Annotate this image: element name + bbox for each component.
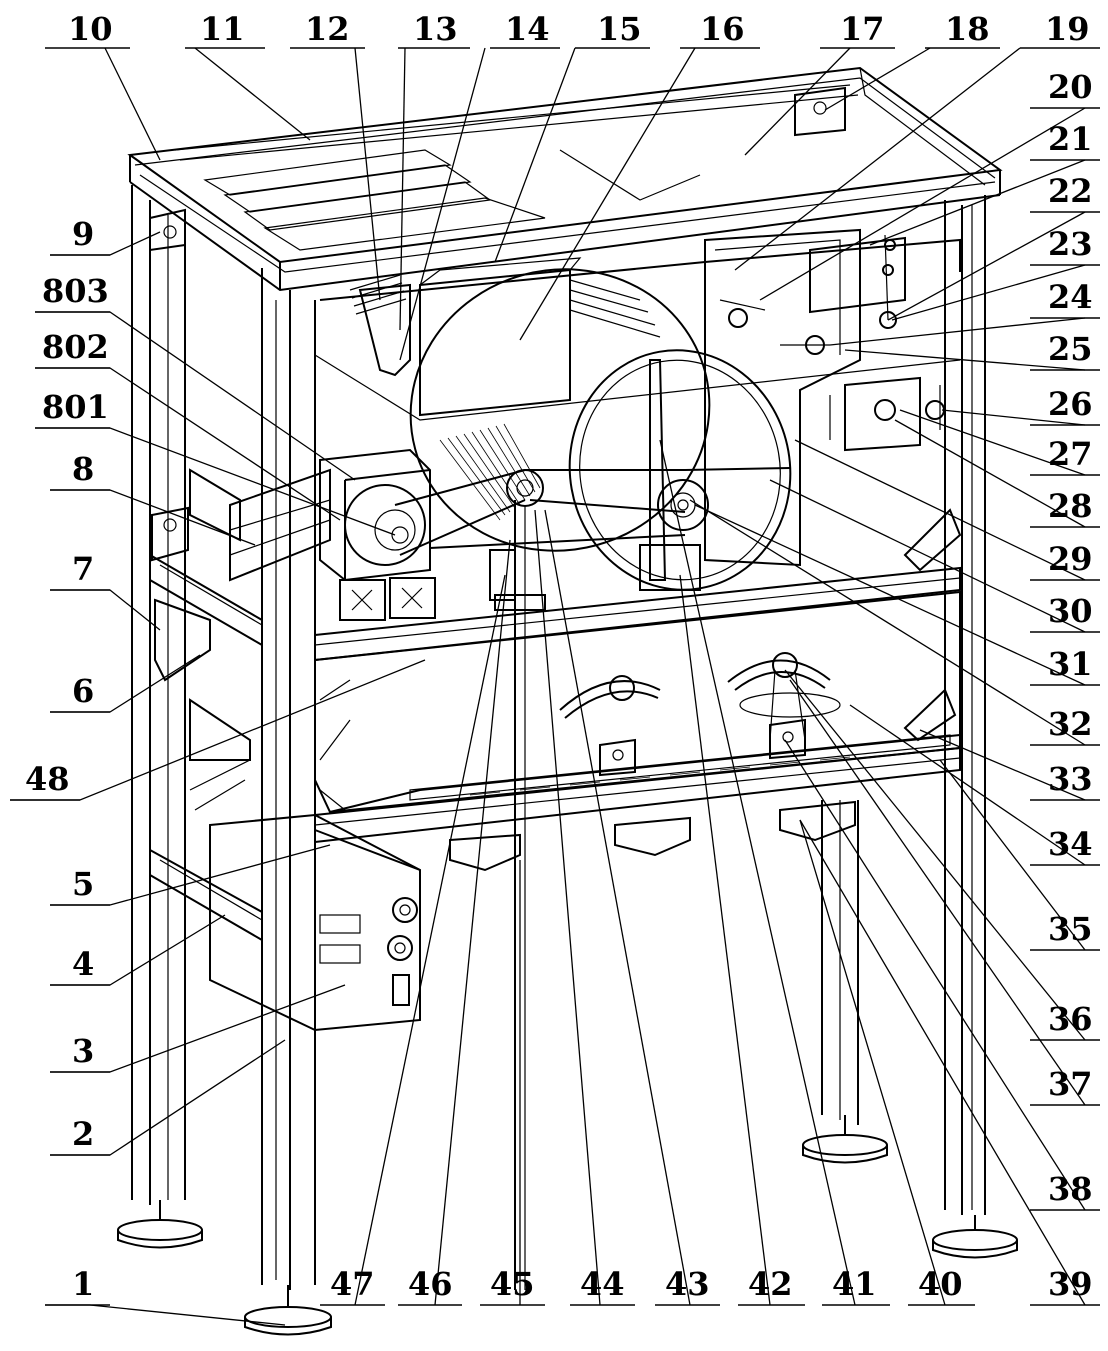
label-29: 29: [1048, 540, 1093, 578]
label-48: 48: [25, 760, 70, 798]
label-3: 3: [72, 1032, 94, 1070]
label-42: 42: [748, 1265, 793, 1303]
label-33: 33: [1048, 760, 1093, 798]
label-15: 15: [597, 10, 642, 48]
mechanism: [150, 88, 960, 1290]
label-11: 11: [200, 10, 245, 48]
label-25: 25: [1048, 330, 1093, 368]
label-22: 22: [1048, 172, 1093, 210]
label-4: 4: [72, 945, 94, 983]
leveling-feet: [118, 1115, 1017, 1335]
label-32: 32: [1048, 705, 1093, 743]
frame: [130, 68, 1000, 1290]
leader-lines: [10, 48, 1085, 1325]
label-20: 20: [1048, 68, 1093, 106]
label-28: 28: [1048, 487, 1093, 525]
label-27: 27: [1048, 435, 1093, 473]
label-2: 2: [72, 1115, 94, 1153]
label-16: 16: [700, 10, 745, 48]
label-12: 12: [305, 10, 350, 48]
label-45: 45: [490, 1265, 535, 1303]
label-38: 38: [1048, 1170, 1093, 1208]
label-1: 1: [72, 1265, 94, 1303]
label-44: 44: [580, 1265, 625, 1303]
label-8: 8: [72, 450, 94, 488]
label-10: 10: [68, 10, 113, 48]
label-803: 803: [42, 272, 109, 310]
label-36: 36: [1048, 1000, 1093, 1038]
label-40: 40: [918, 1265, 963, 1303]
label-41: 41: [832, 1265, 877, 1303]
label-46: 46: [408, 1265, 453, 1303]
label-802: 802: [42, 328, 109, 366]
label-17: 17: [840, 10, 885, 48]
label-24: 24: [1048, 278, 1093, 316]
label-18: 18: [945, 10, 990, 48]
label-43: 43: [665, 1265, 710, 1303]
label-26: 26: [1048, 385, 1093, 423]
label-30: 30: [1048, 592, 1093, 630]
label-23: 23: [1048, 225, 1093, 263]
label-37: 37: [1048, 1065, 1093, 1103]
label-21: 21: [1048, 120, 1093, 158]
label-6: 6: [72, 672, 94, 710]
label-31: 31: [1048, 645, 1093, 683]
label-5: 5: [72, 865, 94, 903]
label-7: 7: [72, 550, 94, 588]
label-19: 19: [1045, 10, 1090, 48]
label-39: 39: [1048, 1265, 1093, 1303]
label-801: 801: [42, 388, 109, 426]
label-34: 34: [1048, 825, 1093, 863]
label-47: 47: [330, 1265, 375, 1303]
label-14: 14: [505, 10, 550, 48]
label-35: 35: [1048, 910, 1093, 948]
label-13: 13: [413, 10, 458, 48]
label-9: 9: [72, 215, 94, 253]
